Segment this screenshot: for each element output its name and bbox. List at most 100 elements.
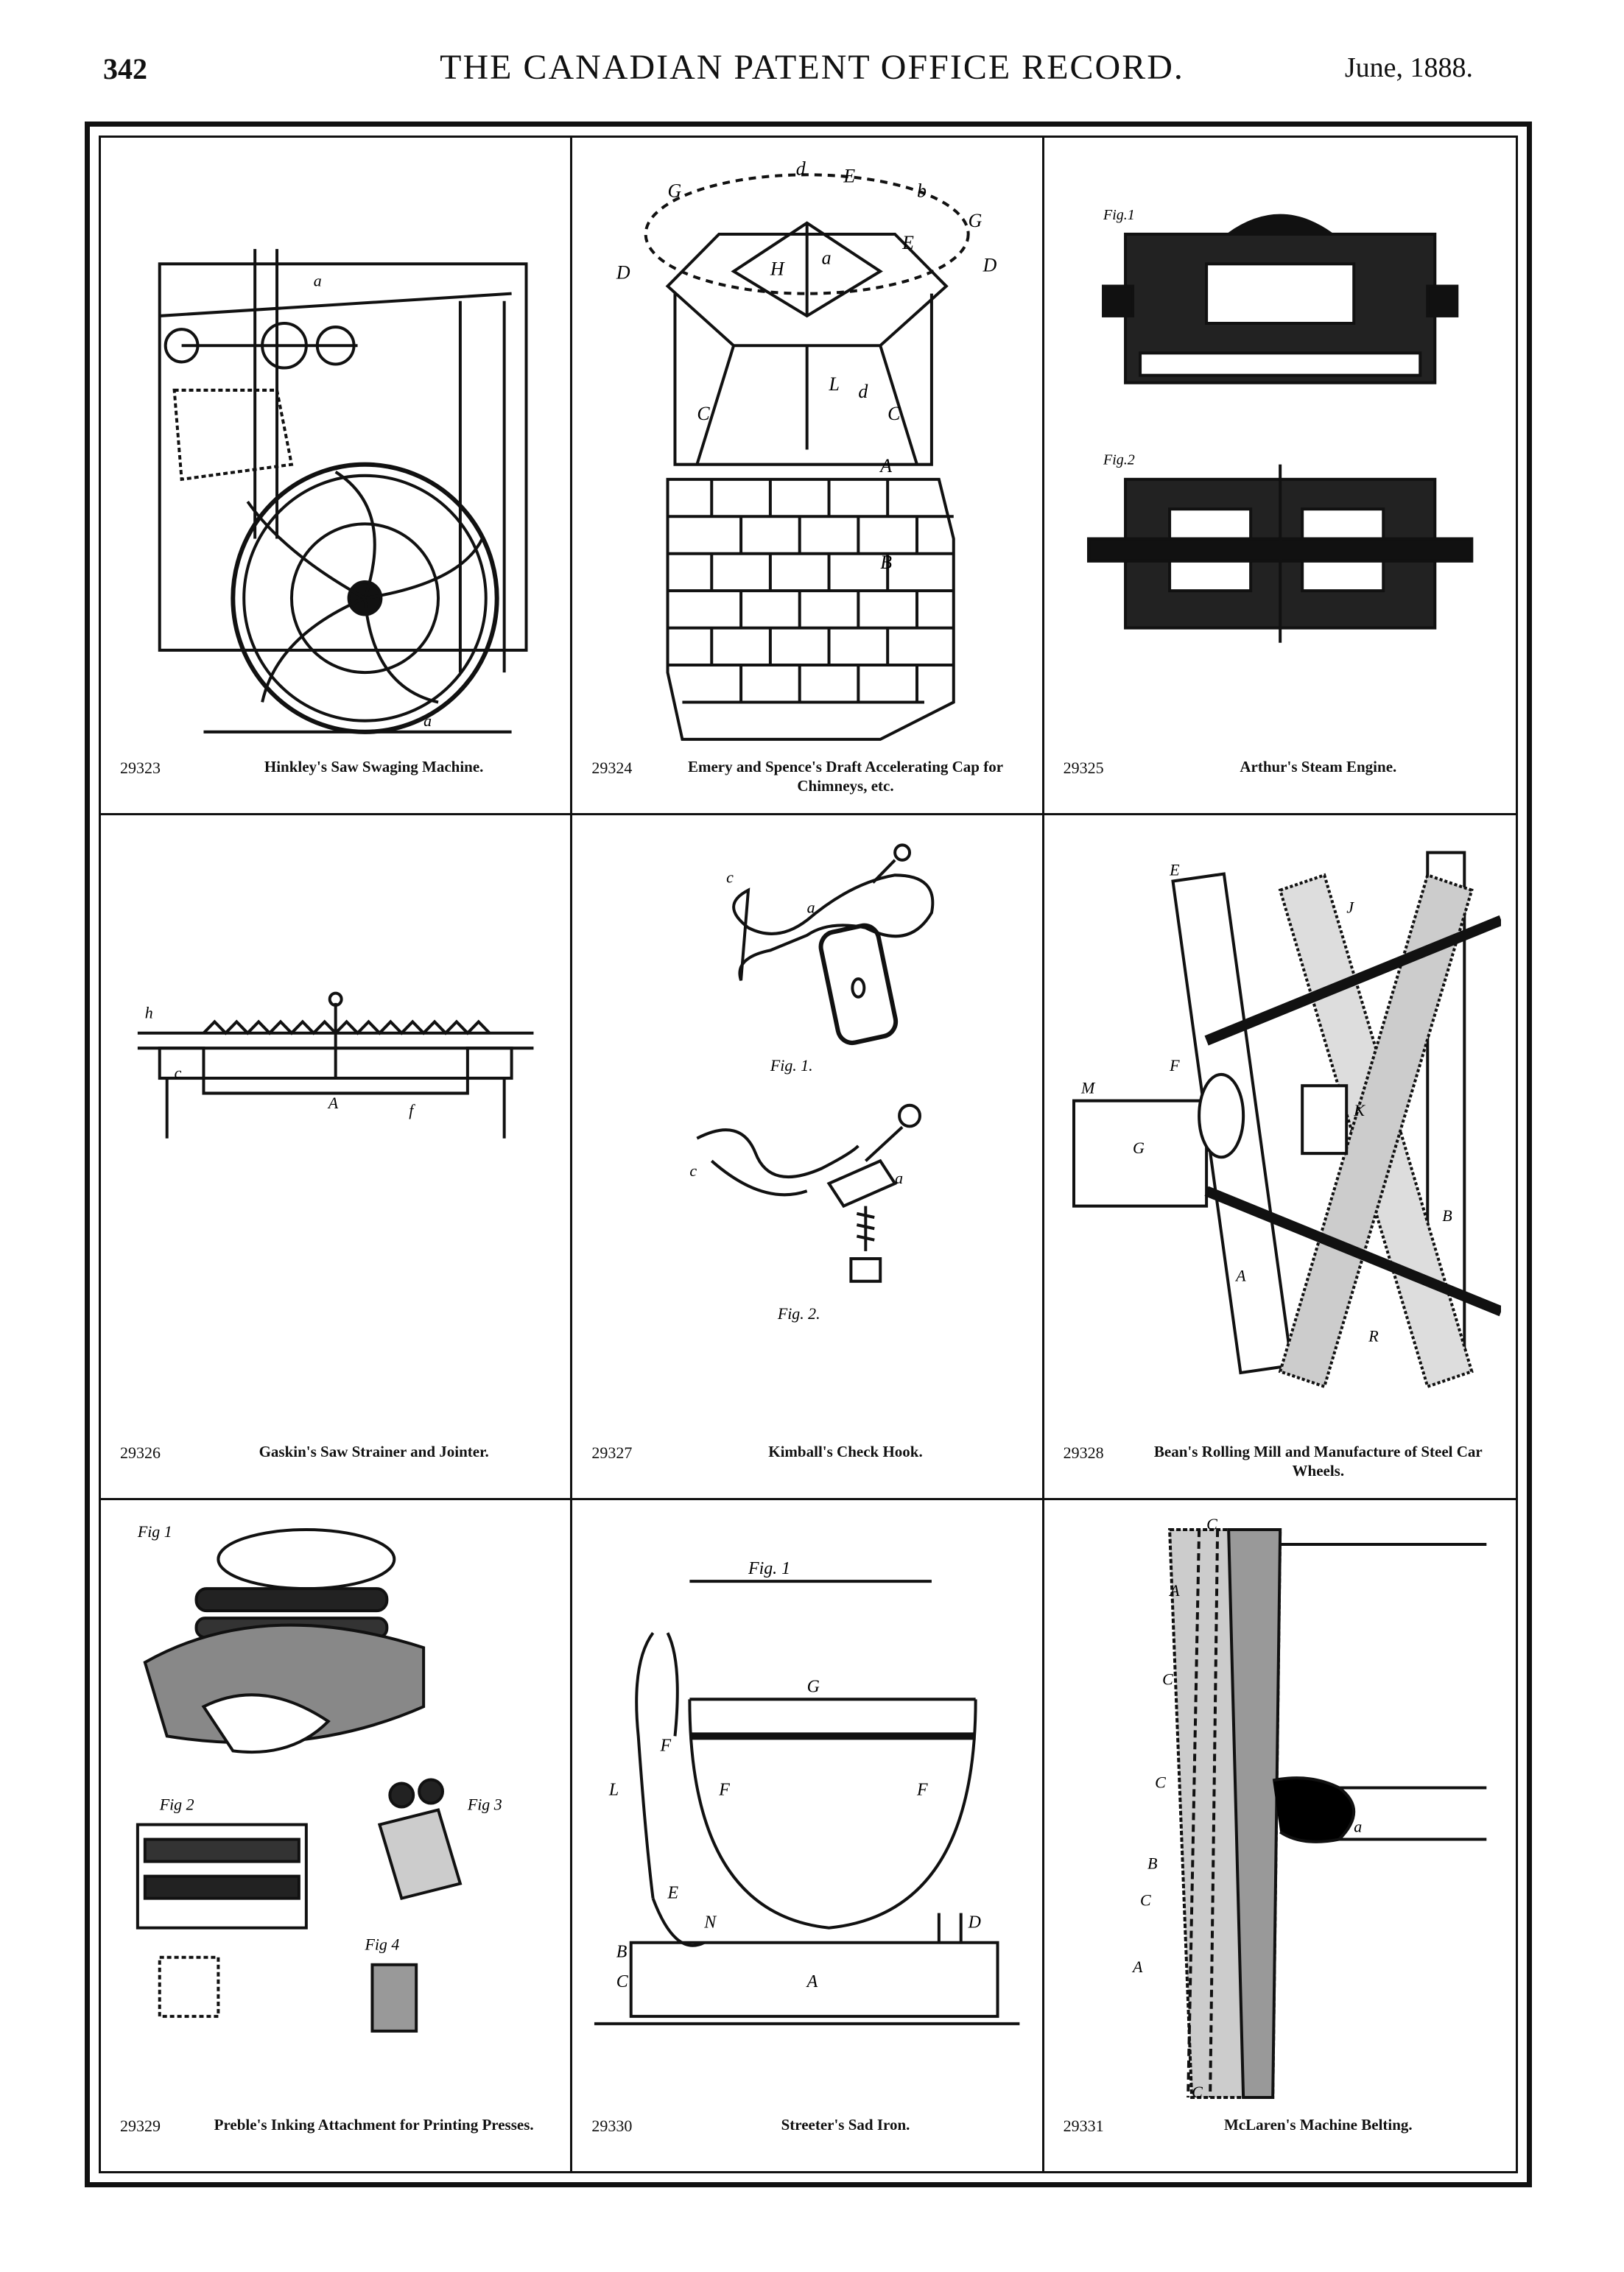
- figure-label: c: [726, 868, 734, 886]
- patent-caption: 29330 Streeter's Sad Iron.: [584, 2112, 1030, 2164]
- figure-label: a: [895, 1169, 903, 1187]
- patent-drawing-sad-iron: Fig. 1 G F L F F E N D A B C: [587, 1515, 1027, 2105]
- patent-drawing-check-hook: c a Fig. 1. c a Fig. 2.: [587, 830, 1027, 1432]
- figure-label: C: [1155, 1773, 1166, 1791]
- figure-label: a: [1354, 1818, 1362, 1836]
- figure-label: f: [409, 1101, 415, 1119]
- patent-title: Hinkley's Saw Swaging Machine.: [264, 758, 484, 775]
- patent-cell: a a 29323 Hinkley's Saw Swaging Machine.: [101, 138, 573, 815]
- patent-caption: 29326 Gaskin's Saw Strainer and Jointer.: [113, 1439, 558, 1491]
- patent-caption: 29329 Preble's Inking Attachment for Pri…: [113, 2112, 558, 2164]
- figure-label: Fig. 1: [748, 1559, 790, 1578]
- patent-drawing-machine-belting: C A C C B C A C a: [1059, 1515, 1501, 2105]
- figure-label: J: [1346, 898, 1354, 916]
- figure-label: A: [806, 1972, 818, 1991]
- patent-cell: C A C C B C A C a 29331 McLaren's Machin…: [1044, 1500, 1516, 2171]
- figure-label: D: [983, 254, 997, 275]
- figure-label: C: [697, 403, 711, 424]
- saw-swaging-illustration: a a: [158, 249, 528, 734]
- patent-cell: E F K M G A B R J 29328 Bean's Rolling M…: [1044, 815, 1516, 1500]
- figure-label: a: [807, 898, 815, 916]
- figure-label: E: [667, 1884, 679, 1903]
- patent-caption: 29325 Arthur's Steam Engine.: [1056, 754, 1504, 806]
- figure-label: c: [175, 1063, 182, 1082]
- issue-date: June, 1888.: [1344, 52, 1473, 83]
- page-number: 342: [103, 52, 147, 85]
- patent-title: Kimball's Check Hook.: [768, 1443, 923, 1460]
- figure-label: Fig.1: [1103, 207, 1135, 223]
- patent-number: 29323: [120, 759, 161, 777]
- patent-cell: Fig. 1 G F L F F E N D A B C 29330 Stree…: [572, 1500, 1044, 2171]
- figure-label: Fig 1: [137, 1522, 172, 1541]
- figure-label: B: [1147, 1854, 1157, 1873]
- patent-drawing-inking-attachment: Fig 1 Fig 2 Fig 3 Fig 4: [116, 1515, 555, 2105]
- patent-cell: Fig.1 Fig.2 29325 Arthur's Steam Engine.: [1044, 138, 1516, 815]
- figure-label: D: [616, 261, 630, 283]
- figure-label: C: [616, 1972, 629, 1991]
- figure-label: d: [859, 381, 869, 402]
- figure-label: H: [770, 258, 785, 279]
- figure-label: A: [879, 455, 893, 476]
- rolling-mill-illustration: E F K M G A B R J: [1072, 851, 1501, 1389]
- figure-label: A: [327, 1094, 339, 1112]
- patent-number: 29329: [120, 2117, 161, 2135]
- patent-title: Streeter's Sad Iron.: [781, 2116, 910, 2134]
- patent-number: 29326: [120, 1443, 161, 1462]
- figure-label: Fig 4: [364, 1935, 399, 1954]
- figure-label: Fig 3: [467, 1795, 502, 1813]
- patent-drawing-rolling-mill: E F K M G A B R J: [1059, 830, 1501, 1432]
- patent-caption: 29331 McLaren's Machine Belting.: [1056, 2112, 1504, 2164]
- figure-label: Fig.2: [1103, 452, 1135, 468]
- figure-label: C: [1206, 1515, 1217, 1533]
- plates-inner-border: a a 29323 Hinkley's Saw Swaging Machine.: [99, 136, 1518, 2173]
- journal-title: THE CANADIAN PATENT OFFICE RECORD.: [440, 48, 1184, 87]
- figure-label: c: [690, 1161, 697, 1180]
- figure-label: a: [822, 247, 832, 268]
- patent-title: Emery and Spence's Draft Accelerating Ca…: [687, 758, 1004, 795]
- figure-label: D: [968, 1913, 981, 1932]
- patent-number: 29331: [1063, 2117, 1104, 2135]
- patent-title: Preble's Inking Attachment for Printing …: [214, 2116, 534, 2134]
- figure-label: C: [1162, 1670, 1173, 1688]
- patent-grid: a a 29323 Hinkley's Saw Swaging Machine.: [101, 138, 1516, 2171]
- patent-title: Arthur's Steam Engine.: [1240, 758, 1397, 775]
- patent-number: 29327: [591, 1443, 633, 1462]
- figure-label: a: [423, 711, 432, 730]
- figure-label: E: [1169, 860, 1180, 879]
- figure-label: G: [1133, 1139, 1145, 1157]
- patent-cell: c a Fig. 1. c a Fig. 2. 29327 Kimball's …: [572, 815, 1044, 1500]
- sad-iron-illustration: Fig. 1 G F L F F E N D A B C: [594, 1559, 1020, 2025]
- figure-label: G: [807, 1677, 820, 1696]
- figure-label: B: [1442, 1206, 1452, 1225]
- steam-engine-illustration: Fig.1 Fig.2: [1086, 207, 1473, 643]
- figure-label: N: [704, 1913, 718, 1932]
- patent-drawing-steam-engine: Fig.1 Fig.2: [1059, 152, 1501, 747]
- figure-label: F: [916, 1780, 928, 1799]
- patent-cell: G d E b G D D H a E L d C C A B 29324 Em…: [572, 138, 1044, 815]
- patent-number: 29330: [591, 2117, 633, 2135]
- figure-label: h: [145, 1003, 153, 1021]
- inking-attachment-illustration: Fig 1 Fig 2 Fig 3 Fig 4: [136, 1522, 502, 2033]
- patent-title: Bean's Rolling Mill and Manufacture of S…: [1153, 1443, 1483, 1480]
- figure-label: A: [1234, 1267, 1246, 1285]
- figure-label: B: [616, 1943, 628, 1962]
- patent-number: 29328: [1063, 1443, 1104, 1462]
- patent-caption: 29328 Bean's Rolling Mill and Manufactur…: [1056, 1439, 1504, 1491]
- figure-label: F: [1169, 1056, 1180, 1075]
- figure-label: C: [1192, 2083, 1203, 2101]
- figure-label: b: [917, 180, 927, 201]
- figure-label: B: [881, 552, 893, 573]
- figure-label: A: [1131, 1958, 1143, 1976]
- figure-label: F: [719, 1780, 731, 1799]
- patent-title: Gaskin's Saw Strainer and Jointer.: [259, 1443, 489, 1460]
- figure-label: L: [608, 1780, 619, 1799]
- figure-label: E: [901, 232, 914, 253]
- plates-frame: a a 29323 Hinkley's Saw Swaging Machine.: [85, 122, 1532, 2187]
- figure-label: G: [668, 180, 682, 201]
- figure-label: F: [660, 1736, 672, 1755]
- figure-label: C: [888, 403, 901, 424]
- figure-label: Fig. 2.: [777, 1304, 820, 1323]
- figure-label: L: [829, 373, 840, 395]
- figure-label: d: [796, 158, 806, 179]
- figure-label: Fig 2: [159, 1795, 194, 1813]
